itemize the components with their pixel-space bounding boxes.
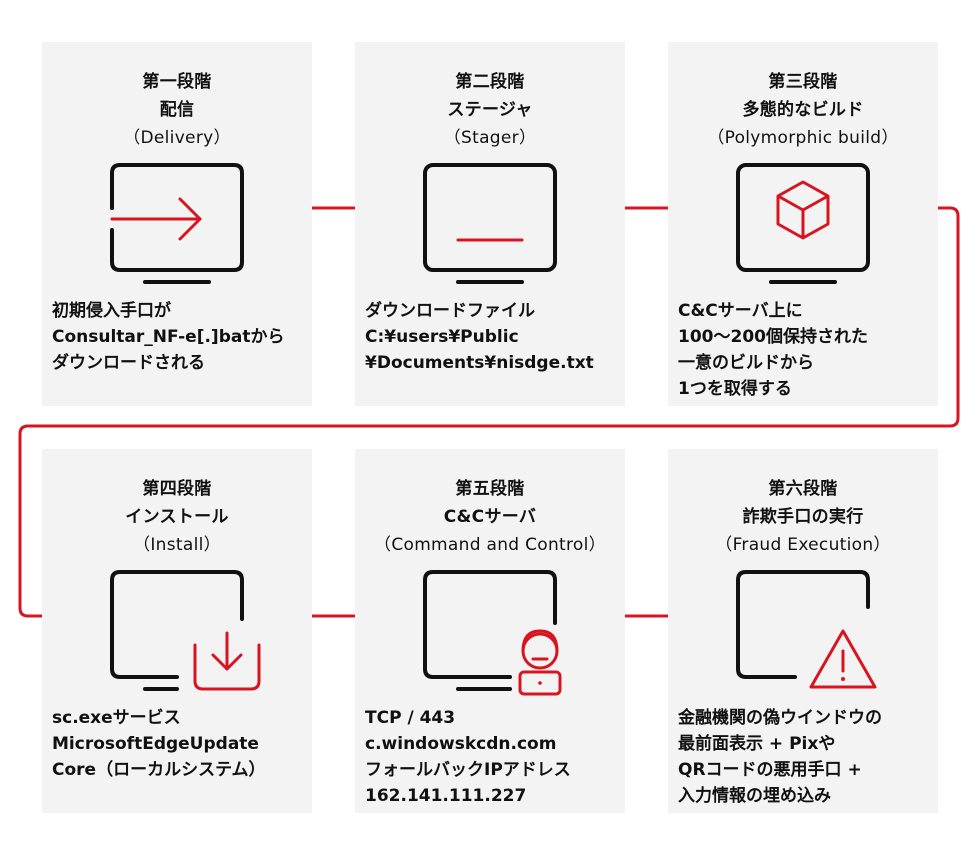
terminal-icon: [423, 163, 557, 284]
stage-description: ダウンロードファイル C:¥users¥Public ¥Documents¥ni…: [365, 301, 594, 373]
stage-name: 詐欺手口の実行: [742, 507, 864, 527]
operator-icon: [423, 570, 562, 696]
stage-name-en: （Polymorphic build）: [707, 128, 899, 148]
stage-name-en: （Stager）: [443, 128, 537, 148]
stage-description: sc.exeサービス MicrosoftEdgeUpdate Core（ローカル…: [52, 708, 266, 780]
stage-number: 第六段階: [768, 479, 838, 499]
enter-icon: [110, 163, 244, 284]
stage-card-polymorphic-build: 第三段階 多態的なビルド （Polymorphic build） C&Cサーバ上…: [668, 42, 938, 406]
stage-name: C&Cサーバ: [443, 507, 537, 527]
warning-icon: [736, 570, 877, 689]
stage-card-delivery: 第一段階 配信 （Delivery） 初期侵入手口が Consultar_NF-…: [42, 42, 312, 406]
stage-card-command-and-control: 第五段階 C&Cサーバ （Command and Control） TCP / …: [355, 449, 625, 813]
stage-description: 初期侵入手口が Consultar_NF-e[.]batから ダウンロードされる: [52, 301, 285, 373]
stage-number: 第二段階: [455, 72, 525, 92]
stage-name: 多態的なビルド: [742, 100, 864, 120]
stage-name-en: （Command and Control）: [374, 535, 606, 555]
stage-number: 第四段階: [142, 479, 212, 499]
stage-number: 第三段階: [768, 72, 838, 92]
stage-description: 金融機関の偽ウインドウの 最前面表示 + Pixや QRコードの悪用手口 + 入…: [678, 708, 882, 806]
arrow-3-to-4: [18, 206, 960, 621]
stage-number: 第五段階: [455, 479, 525, 499]
download-icon: [110, 570, 261, 691]
stage-name: インストール: [125, 507, 229, 527]
stage-card-fraud-execution: 第六段階 詐欺手口の実行 （Fraud Execution） 金融機関の偽ウイン…: [668, 449, 938, 813]
cube-icon: [736, 163, 870, 284]
stage-name-en: （Fraud Execution）: [715, 535, 891, 555]
stage-name: 配信: [159, 100, 195, 120]
stage-description: TCP / 443 c.windowskcdn.com フォールバックIPアドレ…: [365, 708, 571, 806]
stage-name: ステージャ: [447, 100, 533, 120]
stage-number: 第一段階: [142, 72, 212, 92]
stage-card-install: 第四段階 インストール （Install） sc.exeサービス Microso…: [42, 449, 312, 813]
stage-name-en: （Delivery）: [123, 128, 231, 148]
stage-description: C&Cサーバ上に 100〜200個保持された 一意のビルドから 1つを取得する: [678, 301, 868, 399]
stage-name-en: （Install）: [133, 535, 221, 555]
stage-card-stager: 第二段階 ステージャ （Stager） ダウンロードファイル C:¥users¥…: [355, 42, 625, 406]
